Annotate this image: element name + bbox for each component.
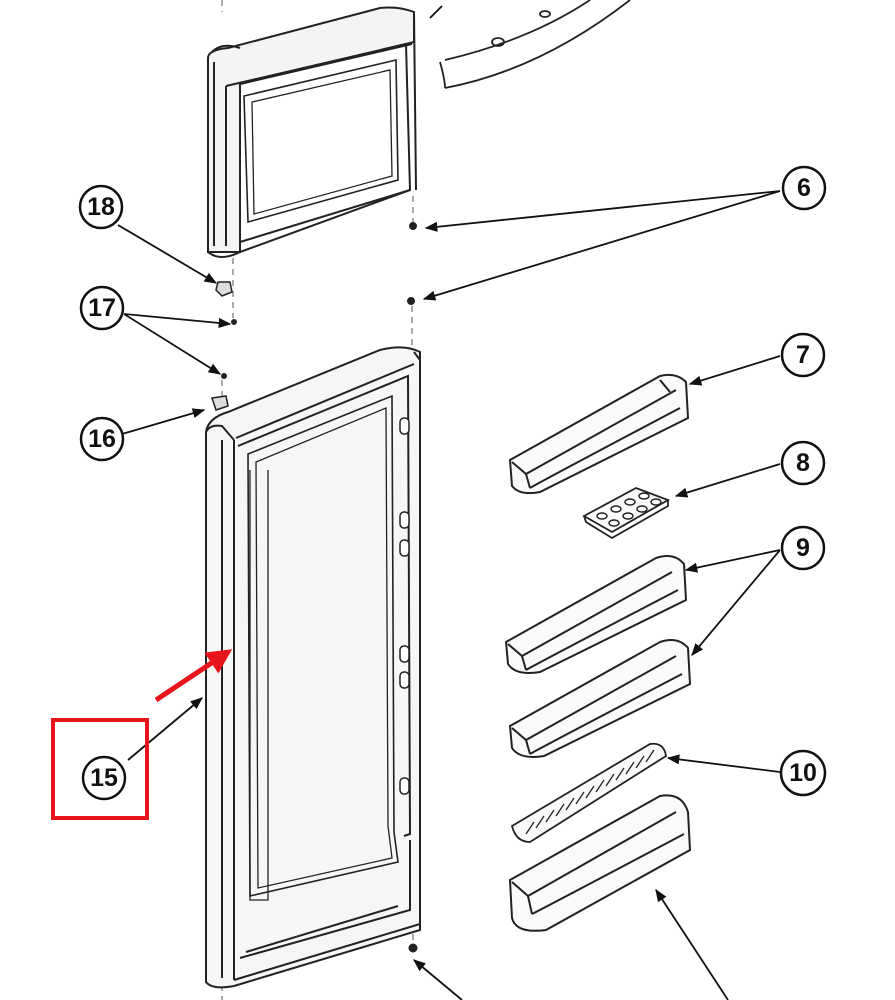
callout-18: 18 — [78, 184, 124, 230]
door-bin-large — [508, 794, 692, 932]
callout-8-label: 8 — [796, 449, 810, 477]
callout-10: 10 — [779, 749, 827, 797]
bin-rail-10 — [510, 742, 667, 843]
egg-tray-8 — [582, 487, 671, 540]
callout-10-label: 10 — [789, 759, 817, 787]
callout-17-label: 17 — [88, 294, 116, 322]
shelf-slots — [399, 417, 410, 795]
callout-17: 17 — [79, 285, 125, 331]
callout-9-label: 9 — [796, 534, 810, 562]
callout-7: 7 — [780, 332, 826, 378]
leader-lines — [117, 5, 781, 1000]
highlight-arrow — [154, 649, 233, 703]
callout-15-highlight-box — [51, 718, 149, 820]
callout-16: 16 — [79, 416, 125, 462]
callout-15: 15 — [81, 755, 127, 801]
callout-8: 8 — [780, 440, 826, 486]
freezer-door — [207, 6, 417, 258]
callout-6-label: 6 — [797, 174, 811, 202]
callout-6: 6 — [781, 165, 827, 211]
door-bin-9-upper — [504, 555, 688, 674]
callout-7-label: 7 — [796, 341, 810, 369]
door-bin-9-lower — [508, 639, 692, 758]
top-bar-part — [439, 0, 631, 89]
callout-18-label: 18 — [87, 193, 115, 221]
small-hardware — [211, 222, 418, 953]
door-bin-7 — [508, 373, 690, 495]
callout-9: 9 — [780, 525, 826, 571]
callout-15-label: 15 — [90, 764, 118, 792]
fridge-door — [205, 346, 421, 989]
callout-16-label: 16 — [88, 425, 116, 453]
